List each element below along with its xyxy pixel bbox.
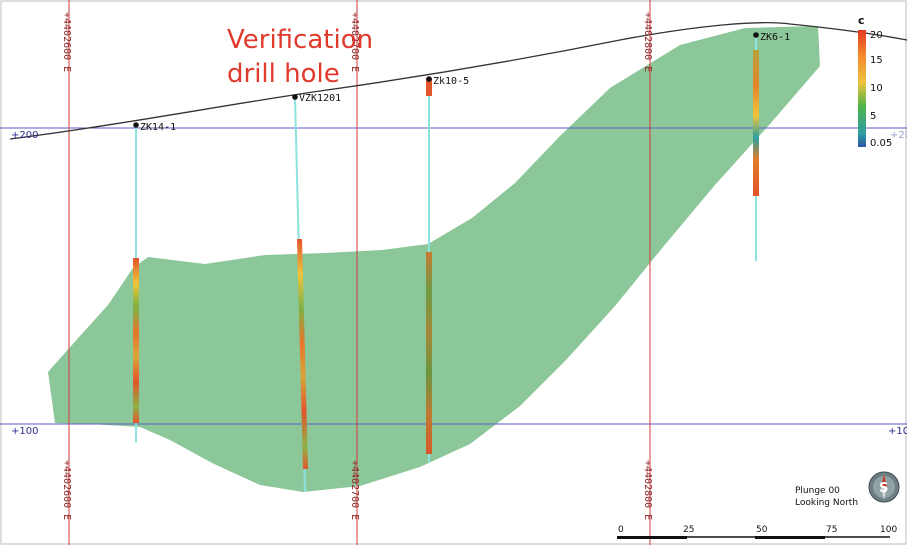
legend-tick-5: 5: [870, 111, 876, 122]
easting-label-2800-top: +4402800 E: [642, 12, 653, 72]
easting-label-2600-top: +4402600 E: [61, 12, 72, 72]
legend-title: c: [858, 14, 865, 27]
scale-label-25: 25: [683, 525, 694, 535]
assay-intervals: [133, 50, 759, 469]
hole-label-zk14-1: ZK14-1: [140, 122, 176, 133]
plunge-text: Plunge 00: [795, 486, 840, 496]
scale-label-0: 0: [618, 525, 624, 535]
elevation-label-200-right: +20: [890, 130, 907, 141]
legend-tick-0-05: 0.05: [870, 138, 892, 149]
easting-label-2700-top: +4402700 E: [349, 12, 360, 72]
hole-label-zk6-1: ZK6-1: [760, 32, 790, 43]
color-legend: c 20 15 10 5 0.05: [858, 14, 892, 149]
easting-label-2800-bottom: +4402800 E: [642, 460, 653, 520]
orebody-shape: [48, 26, 820, 492]
legend-tick-20: 20: [870, 30, 883, 41]
scale-label-50: 50: [756, 525, 768, 535]
scale-label-100: 100: [880, 525, 897, 535]
easting-label-2600-bottom: +4402600 E: [61, 460, 72, 520]
elevation-label-100-right: +10: [888, 426, 907, 437]
scale-label-75: 75: [826, 525, 837, 535]
easting-label-2700-bottom: +4402700 E: [349, 460, 360, 520]
elevation-label-100: +100: [11, 426, 38, 437]
compass-icon: S: [868, 471, 900, 503]
legend-tick-15: 15: [870, 55, 883, 66]
collars: [133, 32, 759, 128]
hole-label-vzk1201: VZK1201: [299, 93, 341, 104]
legend-tick-10: 10: [870, 83, 883, 94]
annotation-line-1: Verification: [227, 25, 373, 55]
compass-letter: S: [879, 481, 888, 496]
topography-line: [9, 22, 907, 140]
annotation-line-2: drill hole: [227, 59, 340, 89]
legend-colorbar: [858, 30, 866, 147]
scale-bar: 0 25 50 75 100: [617, 525, 897, 539]
looking-text: Looking North: [795, 498, 858, 508]
elevation-label-200: +200: [11, 130, 38, 141]
hole-label-zk10-5: Zk10-5: [433, 76, 469, 87]
